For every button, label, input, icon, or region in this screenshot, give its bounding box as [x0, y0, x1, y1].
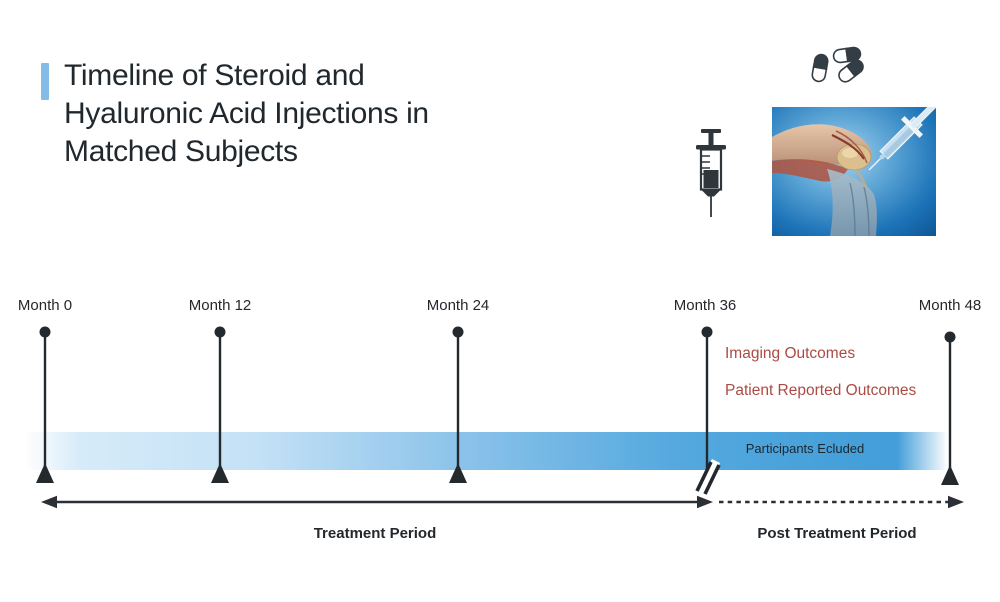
month-label-24: Month 24 [426, 297, 490, 314]
month-label-0: Month 0 [17, 297, 73, 314]
month-label-36: Month 36 [673, 297, 737, 314]
knee-injection-image [772, 107, 936, 236]
treatment-period-arrow [41, 495, 713, 509]
post-treatment-arrow [719, 495, 964, 509]
injection-syringe [868, 107, 936, 171]
title-line-2: Hyaluronic Acid Injections in [64, 97, 429, 130]
ligament [831, 134, 865, 160]
imaging-outcomes-label: Imaging Outcomes [725, 345, 856, 362]
page-title: Timeline of Steroid and Hyaluronic Acid … [64, 57, 429, 171]
syringe-icon [696, 129, 726, 217]
post-treatment-period-label: Post Treatment Period [757, 525, 917, 542]
title-accent-bar [41, 63, 49, 100]
month-label-12: Month 12 [188, 297, 252, 314]
capsule-2 [832, 46, 862, 64]
marker-month-48 [941, 331, 959, 485]
title-line-3: Matched Subjects [64, 135, 298, 168]
timeline-break-icon [695, 459, 721, 495]
month-label-48: Month 48 [918, 297, 982, 314]
marker-month-12 [211, 326, 229, 483]
capsule-1 [811, 53, 829, 83]
patient-reported-outcomes-label: Patient Reported Outcomes [725, 382, 917, 399]
treatment-gradient-bar [25, 432, 948, 470]
pills-icon [811, 46, 864, 83]
title-line-1: Timeline of Steroid and [64, 59, 365, 92]
participants-ecluded-label: Participants Ecluded [745, 441, 865, 456]
marker-month-24 [449, 326, 467, 483]
capsule-3 [838, 59, 864, 83]
marker-month-0 [36, 326, 54, 483]
muscle-shape [772, 159, 848, 182]
treatment-period-label: Treatment Period [313, 525, 437, 542]
marker-month-36 [695, 326, 721, 495]
